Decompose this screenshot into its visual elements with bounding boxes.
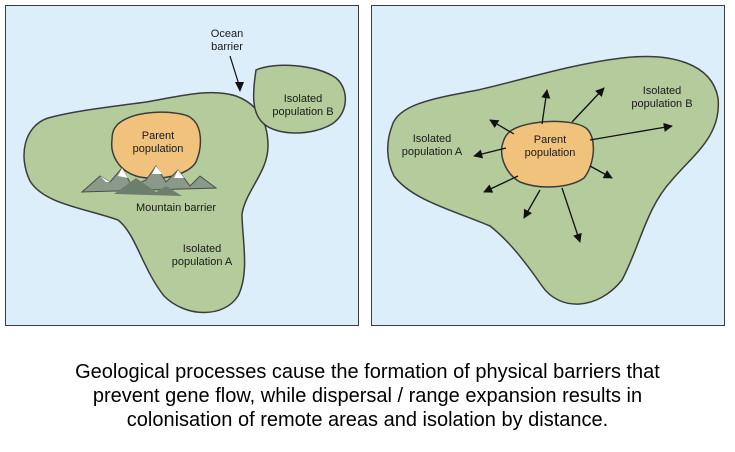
dispersal-arrows	[473, 87, 673, 243]
isolated-a-label: Isolated	[183, 243, 222, 255]
panel-geological-barriers: Ocean barrier Parent population Mountain…	[5, 5, 359, 326]
arrow-north	[541, 89, 551, 125]
island-landmass	[252, 64, 346, 134]
parent-population-label: Parent	[142, 130, 174, 142]
isolated-b-label: Isolated	[284, 93, 323, 105]
isolated-a-label-2: population A	[402, 146, 463, 158]
right-diagram: Parent population Isolated population A …	[387, 55, 720, 305]
parent-population-label-2: population	[525, 147, 576, 159]
isolated-a-label-2: population A	[172, 256, 233, 268]
ocean-barrier-label-2: barrier	[211, 41, 243, 53]
parent-population-label: Parent	[534, 134, 566, 146]
arrow-east	[589, 122, 673, 141]
parent-population-label-2: population	[133, 143, 184, 155]
arrow-south-east	[561, 187, 582, 243]
isolated-a-label: Isolated	[413, 133, 452, 145]
arrow-south	[523, 189, 541, 219]
arrow-northeast	[571, 87, 605, 123]
caption-line-3: colonisation of remote areas and isolati…	[126, 409, 609, 431]
arrow-west	[473, 147, 507, 159]
arrow-northwest	[489, 119, 515, 135]
arrow-southeast	[589, 165, 613, 179]
isolated-b-label-2: population B	[631, 98, 692, 110]
caption-line-1: Geological processes cause the formation…	[75, 361, 660, 383]
mainland-landmass	[23, 91, 269, 314]
ocean-barrier-label: Ocean	[211, 28, 243, 40]
caption-line-2: prevent gene flow, while dispersal / ran…	[92, 385, 643, 407]
isolated-b-label: Isolated	[643, 85, 682, 97]
mountain-barrier-label: Mountain barrier	[136, 202, 216, 214]
caption: Geological processes cause the formation…	[0, 360, 735, 432]
arrow-southwest	[483, 175, 519, 193]
left-diagram: Ocean barrier Parent population Mountain…	[23, 28, 346, 314]
panel-dispersal: Parent population Isolated population A …	[371, 5, 725, 326]
mountain-barrier	[80, 165, 218, 196]
parent-population-area	[500, 120, 595, 188]
isolated-b-label-2: population B	[272, 106, 333, 118]
